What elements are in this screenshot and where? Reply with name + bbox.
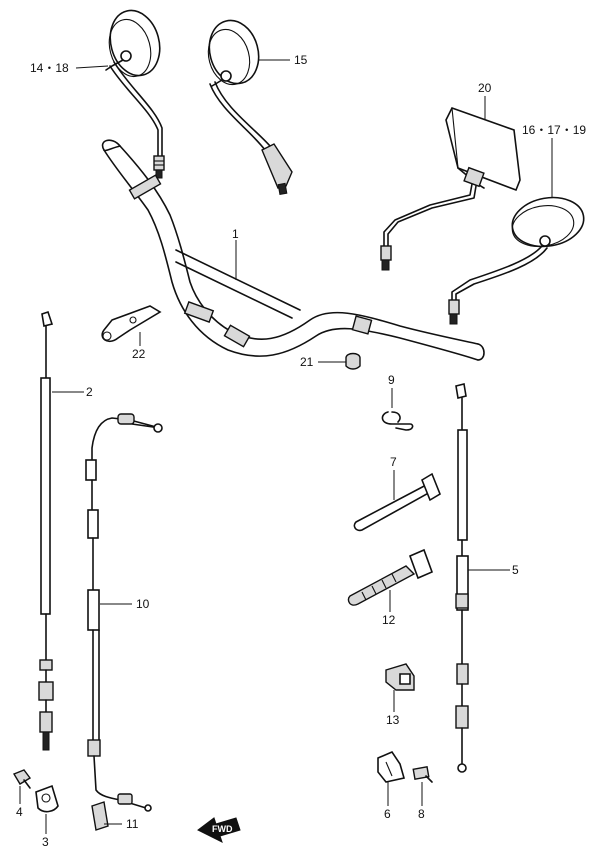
cable-2 <box>38 310 54 751</box>
label-8: 8 <box>418 807 425 821</box>
cable-10 <box>85 413 163 812</box>
guide-11 <box>91 801 109 831</box>
label-13: 13 <box>386 713 400 727</box>
mirror-left-14-18 <box>105 9 165 179</box>
mirror-round-16-17-19 <box>448 196 585 325</box>
label-12: 12 <box>382 613 396 627</box>
label-15: 15 <box>294 53 308 67</box>
clamp-3 <box>35 784 59 813</box>
label-6: 6 <box>384 807 391 821</box>
fwd-label: FWD <box>212 824 233 834</box>
clamp-6 <box>377 751 406 783</box>
label-2: 2 <box>86 385 93 399</box>
clip-9 <box>381 411 414 431</box>
label-16-17-19: 16・17・19 <box>522 123 586 137</box>
mirror-rect-20 <box>380 107 521 271</box>
label-14-18: 14・18 <box>30 61 69 75</box>
label-10: 10 <box>136 597 150 611</box>
callout-labels: 14・18 15 20 16・17・19 1 22 21 2 9 7 5 10 … <box>16 53 586 849</box>
leader-lines <box>19 59 553 834</box>
screw-8 <box>412 766 433 783</box>
knurl-marks <box>128 174 373 348</box>
label-4: 4 <box>16 805 23 819</box>
fwd-arrow-icon: FWD <box>197 817 241 843</box>
label-22: 22 <box>132 347 146 361</box>
label-5: 5 <box>512 563 519 577</box>
clamp-22 <box>101 305 162 343</box>
cap-21 <box>345 352 361 370</box>
bolt-4 <box>12 769 32 789</box>
holder-13 <box>385 663 415 691</box>
tie-7 <box>353 472 441 532</box>
cable-5 <box>455 383 469 773</box>
tie-12 <box>347 548 434 606</box>
label-1: 1 <box>232 227 239 241</box>
label-7: 7 <box>390 455 397 469</box>
label-9: 9 <box>388 373 395 387</box>
label-11: 11 <box>126 817 139 831</box>
label-20: 20 <box>478 81 492 95</box>
mirror-right-15 <box>207 19 293 196</box>
handlebar-1 <box>101 139 485 361</box>
label-21: 21 <box>300 355 314 369</box>
label-3: 3 <box>42 835 49 849</box>
